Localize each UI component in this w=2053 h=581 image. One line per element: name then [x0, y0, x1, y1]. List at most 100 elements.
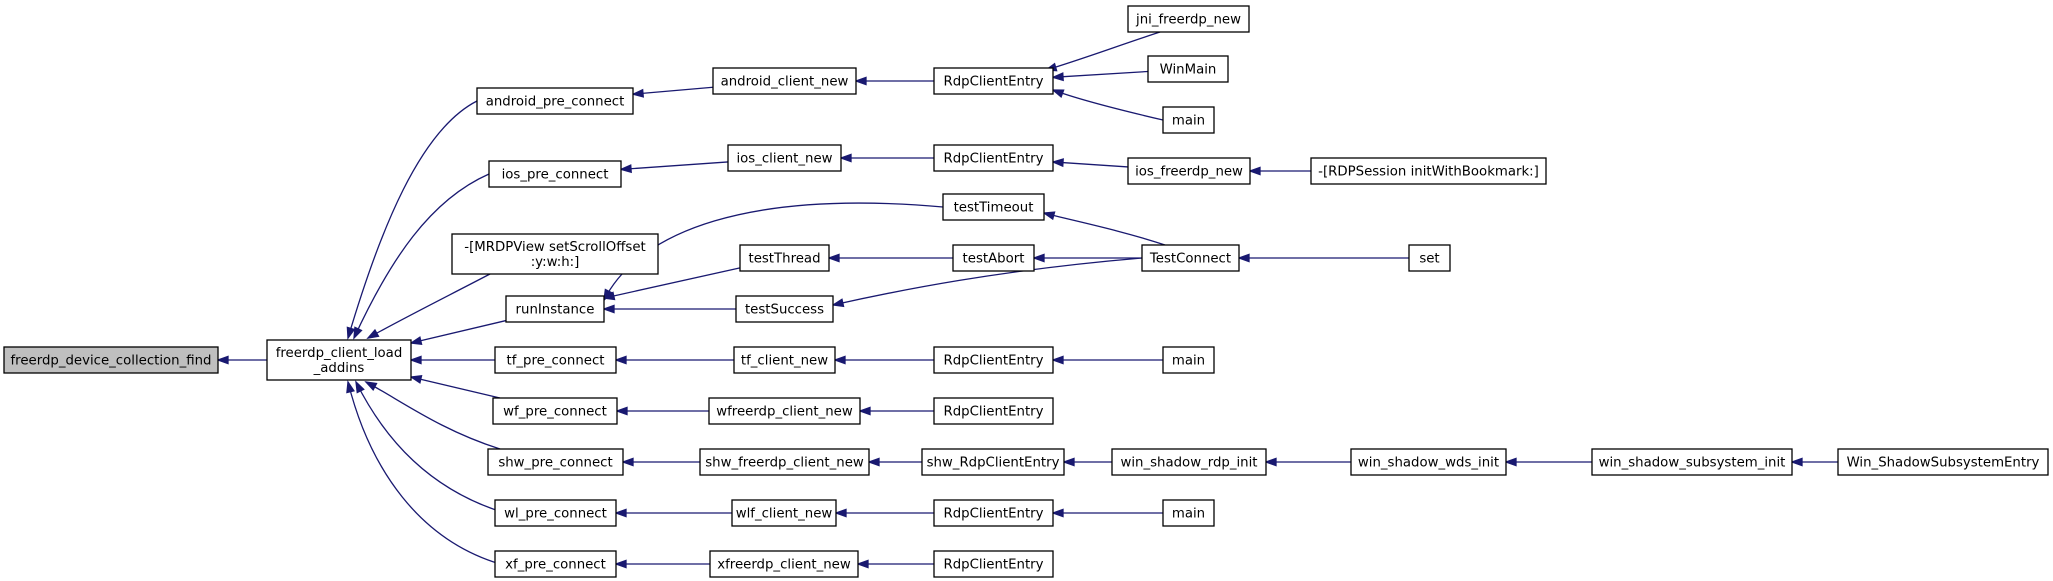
graph-node[interactable]: wf_pre_connect: [492, 397, 618, 425]
graph-node-label: main: [1172, 114, 1205, 129]
graph-node[interactable]: RdpClientEntry: [933, 144, 1054, 172]
graph-node-box: [1127, 157, 1251, 185]
edge-arrowhead-win_sub_entry-to-win_sub_init: [1790, 457, 1803, 467]
graph-node-label: shw_freerdp_client_new: [705, 456, 864, 471]
graph-node[interactable]: Win_ShadowSubsystemEntry: [1837, 448, 2049, 476]
graph-node-box: [731, 499, 837, 527]
edge-arrowhead-win_rdp_init-to-shw_rce: [1062, 457, 1075, 467]
graph-node[interactable]: shw_pre_connect: [487, 448, 624, 476]
edge-arrowhead-runInstance-to-load: [409, 336, 423, 345]
graph-node[interactable]: set: [1408, 244, 1451, 272]
graph-node[interactable]: main: [1162, 499, 1215, 527]
graph-node[interactable]: RdpClientEntry: [933, 499, 1054, 527]
graph-node[interactable]: xfreerdp_client_new: [709, 550, 859, 578]
edge-arrowhead-ios_pre-to-load: [353, 326, 363, 340]
graph-node-label: ios_pre_connect: [502, 168, 609, 183]
edge-arrowhead-xfreerdp_new-to-xf_pre: [614, 559, 627, 569]
graph-node-box: [933, 346, 1054, 374]
graph-node-box: [1591, 448, 1793, 476]
graph-node-label: testSuccess: [745, 303, 824, 318]
graph-node-box: [1141, 244, 1240, 272]
graph-node-box: [451, 233, 659, 275]
graph-node[interactable]: tf_client_new: [733, 346, 836, 374]
graph-node-label: TestConnect: [1149, 252, 1231, 267]
graph-node[interactable]: ios_freerdp_new: [1127, 157, 1251, 185]
graph-node-box: [476, 87, 634, 115]
graph-node[interactable]: testThread: [739, 244, 830, 272]
graph-node-box: [1111, 448, 1267, 476]
graph-node-box: [1837, 448, 2049, 476]
graph-node[interactable]: testAbort: [952, 244, 1035, 272]
edge-arrowhead-shw_pre-to-load: [364, 381, 378, 391]
graph-node[interactable]: -[MRDPView setScrollOffset:y:w:h:]: [451, 233, 659, 275]
graph-node[interactable]: main: [1162, 346, 1215, 374]
graph-node[interactable]: xf_pre_connect: [494, 550, 617, 578]
graph-node[interactable]: wfreerdp_client_new: [708, 397, 861, 425]
edge-arrowhead-main_android-to-rce_android: [1051, 89, 1065, 98]
edge-arrowhead-testConnect-to-testTimeout: [1042, 211, 1056, 221]
graph-node[interactable]: android_client_new: [712, 67, 857, 95]
edge-arrowhead-testSuccess-to-runInstance: [602, 304, 615, 314]
graph-node-box: [494, 550, 617, 578]
graph-node-label: -[RDPSession initWithBookmark:]: [1318, 165, 1539, 180]
edge-ios_new-to-ios_pre: [620, 161, 729, 171]
graph-node[interactable]: shw_freerdp_client_new: [699, 448, 870, 476]
graph-node-box: [699, 448, 870, 476]
graph-node[interactable]: ios_pre_connect: [488, 160, 622, 188]
graph-node[interactable]: wl_pre_connect: [494, 499, 617, 527]
edge-arrowhead-wlf_new-to-wl_pre: [614, 508, 627, 518]
edge-arrowhead-tf_pre-to-load: [409, 355, 422, 365]
edge-arrowhead-android_pre-to-load: [346, 326, 356, 340]
edge-ios_freerdp_new-to-rce_ios: [1052, 161, 1129, 168]
graph-node-box: [933, 550, 1054, 578]
graph-node-label: runInstance: [516, 303, 595, 318]
edge-ios_pre-to-load: [353, 173, 490, 339]
graph-node[interactable]: runInstance: [505, 295, 605, 323]
edge-arrowhead-rdpsession-to-ios_freerdp_new: [1248, 166, 1261, 176]
graph-node[interactable]: win_shadow_wds_init: [1350, 448, 1507, 476]
edge-testConnect-to-testSuccess: [832, 257, 1143, 306]
graph-node-box: [1147, 55, 1229, 83]
graph-node-label: wfreerdp_client_new: [716, 405, 853, 420]
graph-node[interactable]: win_shadow_rdp_init: [1111, 448, 1267, 476]
graph-node-box: [494, 346, 617, 374]
edge-android_new-to-android_pre: [632, 86, 714, 95]
graph-node[interactable]: jni_freerdp_new: [1127, 5, 1250, 33]
call-graph-edges: [216, 31, 1838, 569]
graph-node[interactable]: shw_RdpClientEntry: [921, 448, 1065, 476]
edge-testThread-to-runInstance: [603, 267, 741, 299]
edge-wl_pre-to-load: [355, 381, 506, 514]
graph-node[interactable]: wlf_client_new: [731, 499, 837, 527]
graph-node-box: [266, 339, 412, 381]
graph-node[interactable]: TestConnect: [1141, 244, 1240, 272]
edge-shw_pre-to-load: [365, 381, 501, 450]
graph-node[interactable]: tf_pre_connect: [494, 346, 617, 374]
edge-arrowhead-testConnect-to-testSuccess: [831, 298, 845, 308]
edge-arrowhead-rce_xf-to-xfreerdp_new: [856, 559, 869, 569]
graph-node[interactable]: RdpClientEntry: [933, 397, 1054, 425]
graph-node[interactable]: RdpClientEntry: [933, 550, 1054, 578]
edge-jni_new-to-rce_android: [1045, 31, 1161, 71]
graph-node-box: [494, 499, 617, 527]
graph-node[interactable]: RdpClientEntry: [933, 67, 1054, 95]
graph-node-label: WinMain: [1160, 63, 1217, 78]
edge-arrowhead-mrdp-to-load: [366, 328, 380, 339]
graph-node[interactable]: win_shadow_subsystem_init: [1591, 448, 1793, 476]
graph-node[interactable]: android_pre_connect: [476, 87, 634, 115]
edge-arrowhead-wl_pre-to-load: [355, 380, 365, 394]
graph-node[interactable]: WinMain: [1147, 55, 1229, 83]
graph-node[interactable]: ios_client_new: [727, 144, 842, 172]
edge-arrowhead-android_new-to-android_pre: [631, 88, 645, 98]
graph-node-label: ios_client_new: [736, 152, 832, 167]
graph-node[interactable]: testSuccess: [735, 295, 834, 323]
graph-node[interactable]: -[RDPSession initWithBookmark:]: [1310, 157, 1547, 185]
graph-node[interactable]: testTimeout: [942, 193, 1045, 221]
graph-node-box: [709, 550, 859, 578]
graph-node[interactable]: main: [1162, 106, 1215, 134]
graph-node[interactable]: freerdp_client_load_addins: [266, 339, 412, 381]
graph-node-box: [1310, 157, 1547, 185]
edge-arrowhead-main_tf-to-rce_tf: [1051, 355, 1064, 365]
graph-node-root: freerdp_device_collection_find: [3, 346, 219, 374]
graph-node[interactable]: RdpClientEntry: [933, 346, 1054, 374]
graph-node-box: [942, 193, 1045, 221]
